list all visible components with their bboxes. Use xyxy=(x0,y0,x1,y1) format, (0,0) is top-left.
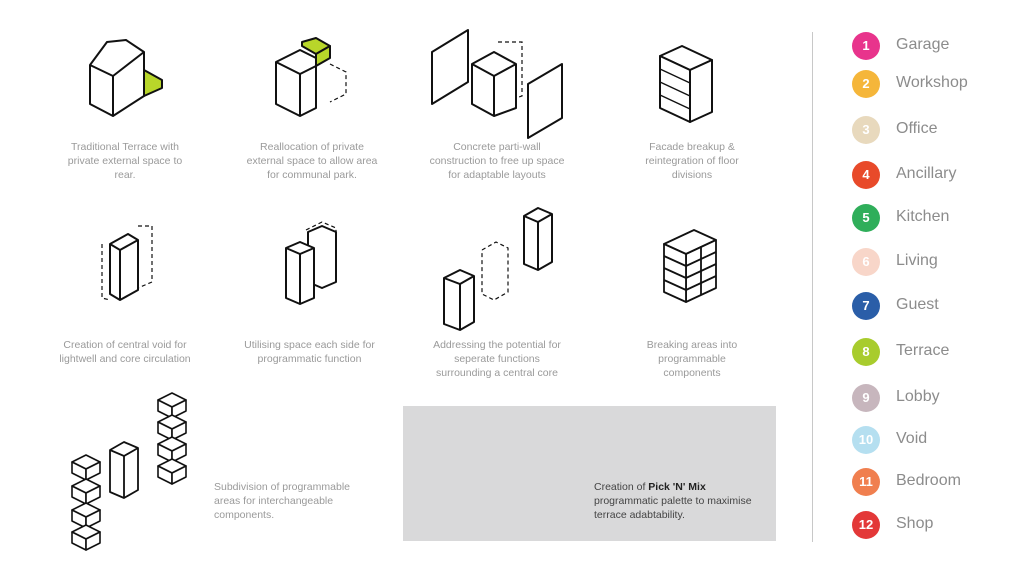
legend-badge: 12 xyxy=(852,511,880,539)
caption-components: Breaking areas into programmable compone… xyxy=(646,339,738,379)
legend-label: Workshop xyxy=(896,74,968,91)
legend-label: Garage xyxy=(896,36,950,53)
subdivision-stack-left xyxy=(71,454,101,551)
caption-subdivision: Subdivision of programmable areas for in… xyxy=(214,481,350,521)
legend-badge: 5 xyxy=(852,204,880,232)
caption-central-void: Creation of central void for lightwell a… xyxy=(59,339,191,365)
legend-label: Lobby xyxy=(896,388,940,405)
legend-badge: 4 xyxy=(852,161,880,189)
legend-badge: 3 xyxy=(852,116,880,144)
legend-label: Void xyxy=(896,430,928,447)
subdivision-block-right-4 xyxy=(157,458,187,485)
legend-label: Guest xyxy=(896,296,939,313)
caption-each-side: Utilising space each side for programmat… xyxy=(244,339,375,365)
subdivision-stack-right xyxy=(157,392,187,485)
pick-n-mix-emphasis: Pick 'N' Mix xyxy=(648,481,706,493)
legend-label: Ancillary xyxy=(896,165,957,182)
legend-label: Shop xyxy=(896,515,934,532)
legend-label: Terrace xyxy=(896,342,950,359)
legend-badge: 10 xyxy=(852,426,880,454)
pick-n-mix-prefix: Creation of xyxy=(594,481,649,493)
diagram-central-void xyxy=(101,225,153,301)
legend-divider xyxy=(812,32,813,542)
subdivision-block-right-1 xyxy=(157,392,187,419)
caption-traditional-terrace: Traditional Terrace with private externa… xyxy=(67,141,183,181)
caption-central-core: Addressing the potential for seperate fu… xyxy=(433,339,561,379)
diagram-parti-wall xyxy=(431,29,563,139)
caption-facade-breakup: Facade breakup & reintegration of floor … xyxy=(645,141,739,181)
pick-n-mix-caption: Creation of Pick 'N' Mix programmatic pa… xyxy=(594,480,769,522)
legend-badge: 6 xyxy=(852,248,880,276)
legend-badge: 1 xyxy=(852,32,880,60)
subdivision-block-left-2 xyxy=(71,478,101,505)
caption-reallocation: Reallocation of private external space t… xyxy=(246,141,378,181)
diagram-traditional-terrace xyxy=(89,39,163,117)
legend-badge: 9 xyxy=(852,384,880,412)
subdivision-block-left-1 xyxy=(71,454,101,481)
legend-label: Living xyxy=(896,252,938,269)
legend-label: Office xyxy=(896,120,938,137)
diagram-components xyxy=(663,229,717,303)
subdivision-block-right-2 xyxy=(157,414,187,441)
legend-badge: 11 xyxy=(852,468,880,496)
diagram-reallocation xyxy=(275,37,347,117)
legend-badge: 7 xyxy=(852,292,880,320)
caption-parti-wall: Concrete parti-wall construction to free… xyxy=(429,141,565,181)
subdivision-block-left-4 xyxy=(71,524,101,551)
diagram-each-side xyxy=(285,221,337,305)
legend-badge: 8 xyxy=(852,338,880,366)
legend-label: Kitchen xyxy=(896,208,950,225)
diagram-central-core xyxy=(443,207,553,331)
diagram-facade-breakup xyxy=(659,45,713,123)
legend-label: Bedroom xyxy=(896,472,961,489)
legend-badge: 2 xyxy=(852,70,880,98)
pick-n-mix-suffix: programmatic palette to maximise terrace… xyxy=(594,495,752,521)
subdivision-block-right-3 xyxy=(157,436,187,463)
diagram-subdivision xyxy=(109,441,139,499)
pick-n-mix-panel xyxy=(403,406,776,541)
